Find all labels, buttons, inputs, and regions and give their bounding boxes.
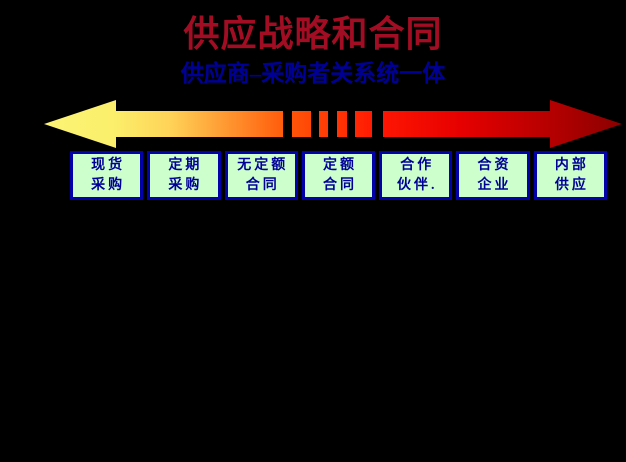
slide-subtitle: 供应商–采购者关系统一体 [180, 61, 446, 86]
continuum-arrow [44, 100, 622, 148]
box-line: 定额 [322, 157, 357, 173]
box-line: 现货 [91, 157, 126, 173]
box-line: 定期 [168, 157, 203, 173]
box-line: 采购 [168, 177, 203, 193]
box-line: 采购 [91, 177, 126, 193]
strategy-box-spot-purchase: 现货 采购 [70, 151, 144, 200]
box-line: 合作 [400, 157, 435, 173]
box-line: 企业 [477, 177, 512, 193]
box-line: 供应 [554, 177, 589, 193]
strategy-box-joint-venture: 合资 企业 [456, 151, 530, 200]
box-line: 内部 [554, 157, 589, 173]
strategy-box-partnership: 合作 伙伴. [379, 151, 453, 200]
arrow-dash-gaps [283, 110, 383, 138]
strategy-box-periodic-purchase: 定期 采购 [147, 151, 221, 200]
box-line: 合同 [322, 177, 357, 193]
box-line: 伙伴. [397, 177, 438, 193]
strategy-box-fixed-contract: 定额 合同 [301, 151, 376, 200]
slide-title: 供应战略和合同 [183, 14, 443, 54]
strategy-box-internal-supply: 内部 供应 [533, 151, 607, 200]
strategy-boxes-row: 现货 采购 定期 采购 无定额 合同 定额 合同 合作 伙伴. 合资 企业 内部… [70, 151, 607, 200]
double-arrow-icon [44, 100, 622, 148]
box-line: 无定额 [237, 157, 289, 173]
box-line: 合资 [477, 157, 512, 173]
box-line: 合同 [245, 177, 280, 193]
strategy-box-open-contract: 无定额 合同 [224, 151, 298, 200]
